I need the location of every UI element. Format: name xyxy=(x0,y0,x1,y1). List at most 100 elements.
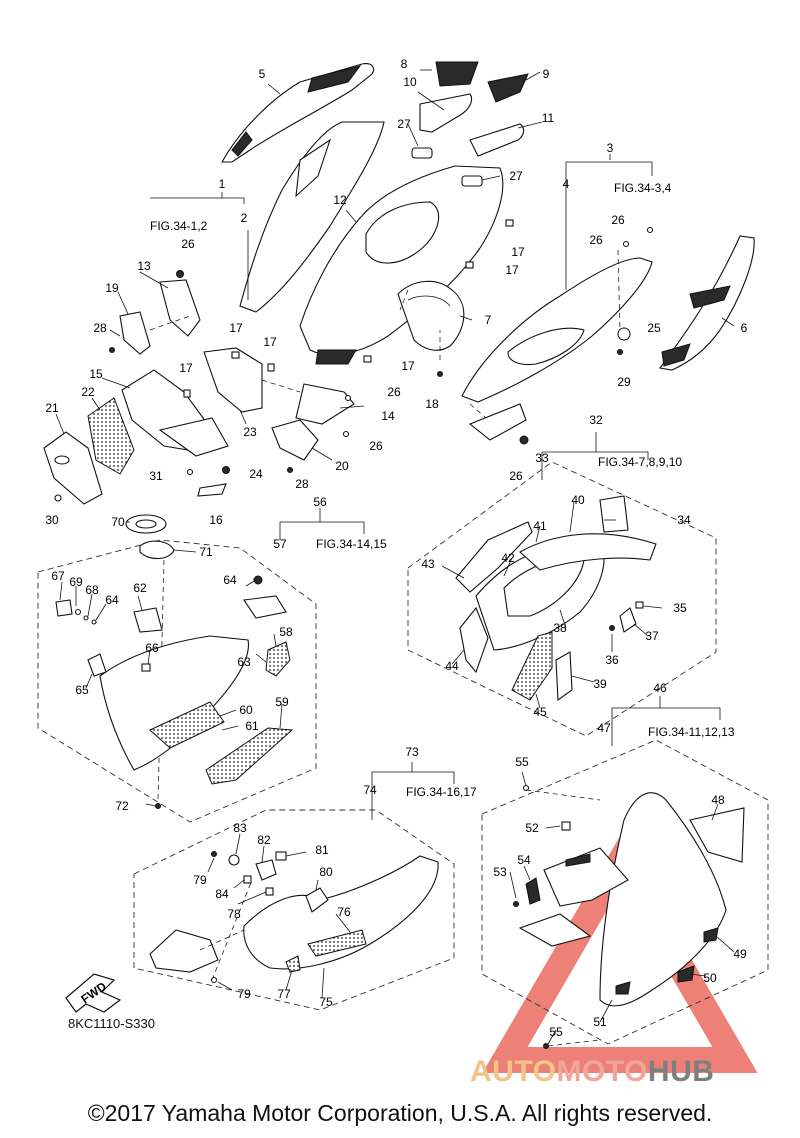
callout-73: 73 xyxy=(405,745,419,759)
part-27-grommets xyxy=(411,147,483,187)
callout-4: 4 xyxy=(563,177,570,191)
callout-79: 79 xyxy=(193,873,207,887)
callout-65: 65 xyxy=(75,683,89,697)
callout-45: 45 xyxy=(533,705,547,719)
callout-62: 62 xyxy=(133,581,147,595)
part-10-duct xyxy=(419,61,479,133)
figure-reference: FIG.34-16,17 xyxy=(406,785,477,799)
part-4-side-cowl xyxy=(461,257,653,441)
callout-11: 11 xyxy=(542,111,555,125)
callout-35: 35 xyxy=(673,601,687,615)
callout-36: 36 xyxy=(605,653,619,667)
group-47-panel xyxy=(481,696,769,1049)
figure-reference: FIG.34-3,4 xyxy=(614,181,672,195)
callout-83: 83 xyxy=(233,821,247,835)
callout-61: 61 xyxy=(245,719,259,733)
callout-5: 5 xyxy=(259,67,266,81)
callout-6: 6 xyxy=(741,321,748,335)
callout-13: 13 xyxy=(137,259,151,273)
figure-reference: FIG.34-1,2 xyxy=(150,219,208,233)
group-33-panel xyxy=(407,432,717,737)
fwd-arrow-icon xyxy=(65,973,122,1013)
part-7-inner-panel xyxy=(397,280,465,351)
callout-33: 33 xyxy=(535,451,549,465)
callout-55: 55 xyxy=(549,1025,563,1039)
callout-28: 28 xyxy=(93,321,107,335)
part-16-emblem xyxy=(197,483,227,497)
callout-40: 40 xyxy=(571,493,585,507)
watermark-moto: MOTO xyxy=(556,1055,648,1088)
callout-17: 17 xyxy=(511,245,525,259)
callout-22: 22 xyxy=(81,385,95,399)
callout-27: 27 xyxy=(397,117,411,131)
callout-43: 43 xyxy=(421,557,435,571)
callout-47: 47 xyxy=(597,721,611,735)
copyright-notice: ©2017 Yamaha Motor Corporation, U.S.A. A… xyxy=(87,1100,713,1126)
callout-77: 77 xyxy=(277,987,291,1001)
callout-15: 15 xyxy=(89,367,103,381)
callout-24: 24 xyxy=(249,467,263,481)
callout-21: 21 xyxy=(45,401,59,415)
callout-10: 10 xyxy=(403,75,417,89)
callout-49: 49 xyxy=(733,947,747,961)
callout-19: 19 xyxy=(105,281,119,295)
callout-42: 42 xyxy=(501,551,515,565)
callout-26: 26 xyxy=(509,469,523,483)
callout-63: 63 xyxy=(237,655,251,669)
callout-56: 56 xyxy=(313,495,327,509)
part-13-bracket xyxy=(159,279,201,337)
part-14-bracket xyxy=(295,383,355,425)
callout-26: 26 xyxy=(181,237,195,251)
callout-50: 50 xyxy=(703,971,717,985)
callout-41: 41 xyxy=(533,519,547,533)
callout-57: 57 xyxy=(273,537,287,551)
callout-75: 75 xyxy=(319,995,333,1009)
callout-26: 26 xyxy=(611,213,625,227)
callout-38: 38 xyxy=(553,621,567,635)
watermark-hub: HUB xyxy=(647,1055,715,1088)
callout-12: 12 xyxy=(333,193,347,207)
callout-54: 54 xyxy=(517,853,531,867)
part-20-bracket xyxy=(271,419,319,461)
callout-48: 48 xyxy=(711,793,725,807)
callout-26: 26 xyxy=(369,439,383,453)
callout-30: 30 xyxy=(45,513,59,527)
callout-16: 16 xyxy=(209,513,223,527)
callout-32: 32 xyxy=(589,413,603,427)
callout-25: 25 xyxy=(647,321,661,335)
group-57-panel xyxy=(37,508,365,823)
callout-26: 26 xyxy=(589,233,603,247)
callout-14: 14 xyxy=(381,409,395,423)
fasteners-top xyxy=(54,219,654,502)
callout-8: 8 xyxy=(401,57,408,71)
callout-1: 1 xyxy=(219,177,226,191)
callout-17: 17 xyxy=(263,335,277,349)
part-21-side-cover xyxy=(43,431,103,505)
watermark-auto: AUTO xyxy=(470,1055,557,1088)
part-23-bracket xyxy=(203,347,263,413)
callout-78: 78 xyxy=(227,907,241,921)
figure-reference: FIG.34-7,8,9,10 xyxy=(598,455,682,469)
callout-29: 29 xyxy=(617,375,631,389)
callout-23: 23 xyxy=(243,425,257,439)
part-6-side-panel xyxy=(659,235,755,371)
callout-17: 17 xyxy=(179,361,193,375)
callout-72: 72 xyxy=(115,799,129,813)
callout-7: 7 xyxy=(485,313,492,327)
callout-74: 74 xyxy=(363,783,377,797)
callout-64: 64 xyxy=(223,573,237,587)
callout-44: 44 xyxy=(445,659,459,673)
callout-9: 9 xyxy=(543,67,550,81)
part-11-duct xyxy=(469,123,525,157)
callout-81: 81 xyxy=(315,843,329,857)
callout-64: 64 xyxy=(105,593,119,607)
callout-58: 58 xyxy=(279,625,293,639)
callout-71: 71 xyxy=(199,545,213,559)
group-74-panel xyxy=(133,762,455,1011)
callout-70: 70 xyxy=(111,515,125,529)
callout-69: 69 xyxy=(69,575,83,589)
callout-2: 2 xyxy=(241,211,248,225)
callout-79: 79 xyxy=(237,987,251,1001)
